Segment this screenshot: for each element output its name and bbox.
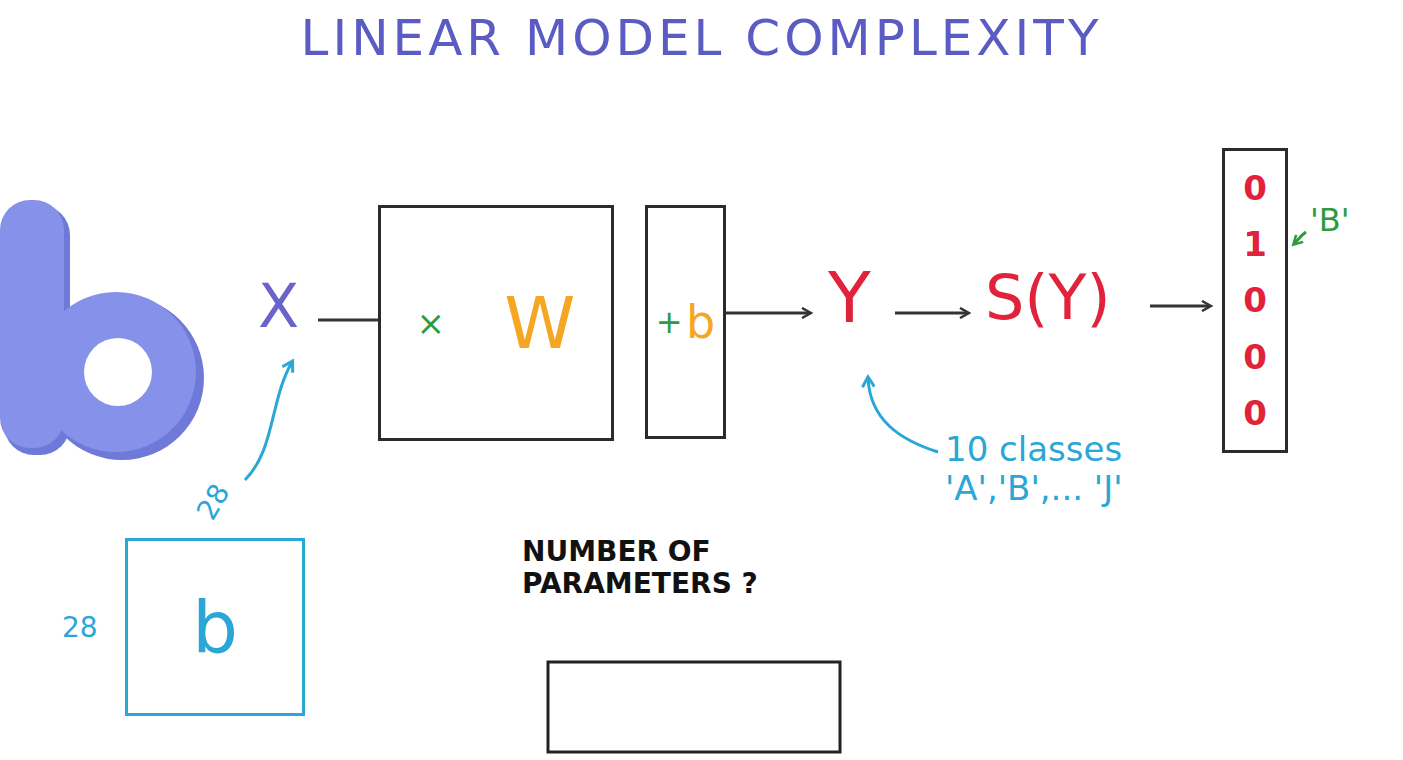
box-text: W xyxy=(504,281,575,365)
answer-box xyxy=(548,662,840,752)
softmax-symbol: S(Y) xyxy=(985,262,1111,333)
dimension-label: 28 xyxy=(62,612,98,644)
question-note: NUMBER OF PARAMETERS ? xyxy=(522,536,822,600)
box-text: + xyxy=(656,303,683,341)
flow-arrow xyxy=(726,312,810,315)
model-box: 0 1 0 0 0 xyxy=(1222,148,1288,453)
model-box: b xyxy=(125,538,305,716)
callout-arrow xyxy=(868,378,938,452)
model-box: ×W xyxy=(378,205,614,441)
flow-arrow xyxy=(895,312,968,315)
diagram-title: LINEAR MODEL COMPLEXITY xyxy=(0,10,1403,68)
callout-arrow xyxy=(1294,232,1306,244)
box-text: 0 1 0 0 0 xyxy=(1238,160,1272,440)
letter-illustration xyxy=(0,200,204,460)
input-symbol: X xyxy=(258,272,299,341)
input-line xyxy=(318,319,378,322)
class-label: 'B' xyxy=(1310,202,1350,239)
callout-note: 10 classes 'A','B',... 'J' xyxy=(945,430,1160,508)
callout-arrow xyxy=(245,362,292,480)
box-text: × xyxy=(417,303,446,343)
dimension-label: 28 xyxy=(191,479,237,526)
box-text: b xyxy=(192,585,238,669)
box-text: b xyxy=(686,295,715,349)
flow-arrow xyxy=(1150,305,1210,308)
output-symbol: Y xyxy=(828,258,871,339)
model-box: +b xyxy=(645,205,726,439)
